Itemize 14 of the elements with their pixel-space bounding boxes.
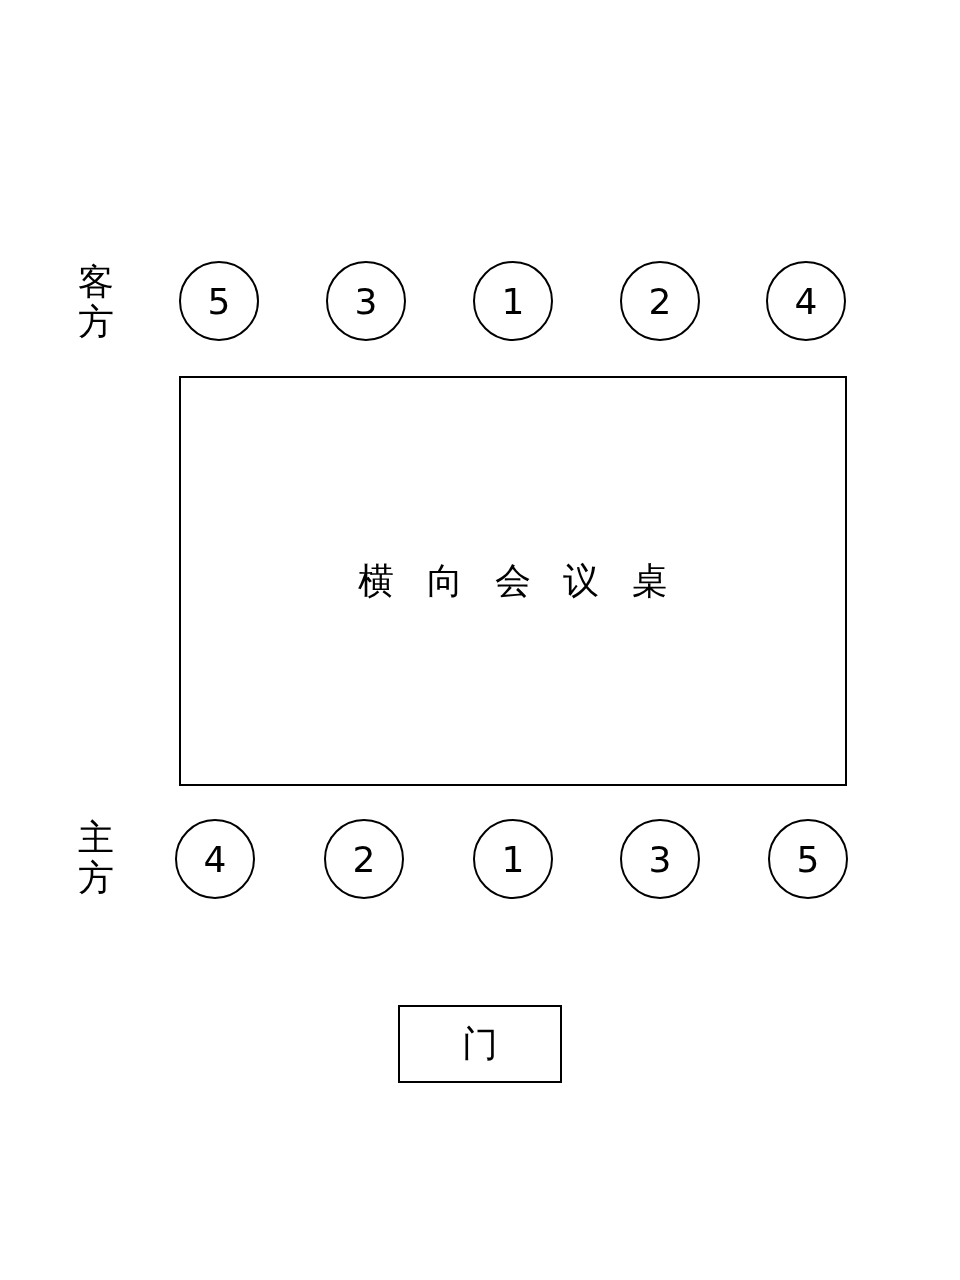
side-label: 主方 (78, 818, 114, 898)
conference-table: 横向会议桌 (179, 376, 847, 786)
side-label: 客方 (78, 262, 114, 342)
seat-circle: 3 (620, 819, 700, 899)
seat-circle: 4 (766, 261, 846, 341)
seat-circle: 1 (473, 261, 553, 341)
seat-circle: 5 (179, 261, 259, 341)
door-box: 门 (398, 1005, 562, 1083)
seat-circle: 3 (326, 261, 406, 341)
seat-circle: 4 (175, 819, 255, 899)
seat-circle: 5 (768, 819, 848, 899)
seat-circle: 2 (620, 261, 700, 341)
seat-circle: 2 (324, 819, 404, 899)
seat-circle: 1 (473, 819, 553, 899)
